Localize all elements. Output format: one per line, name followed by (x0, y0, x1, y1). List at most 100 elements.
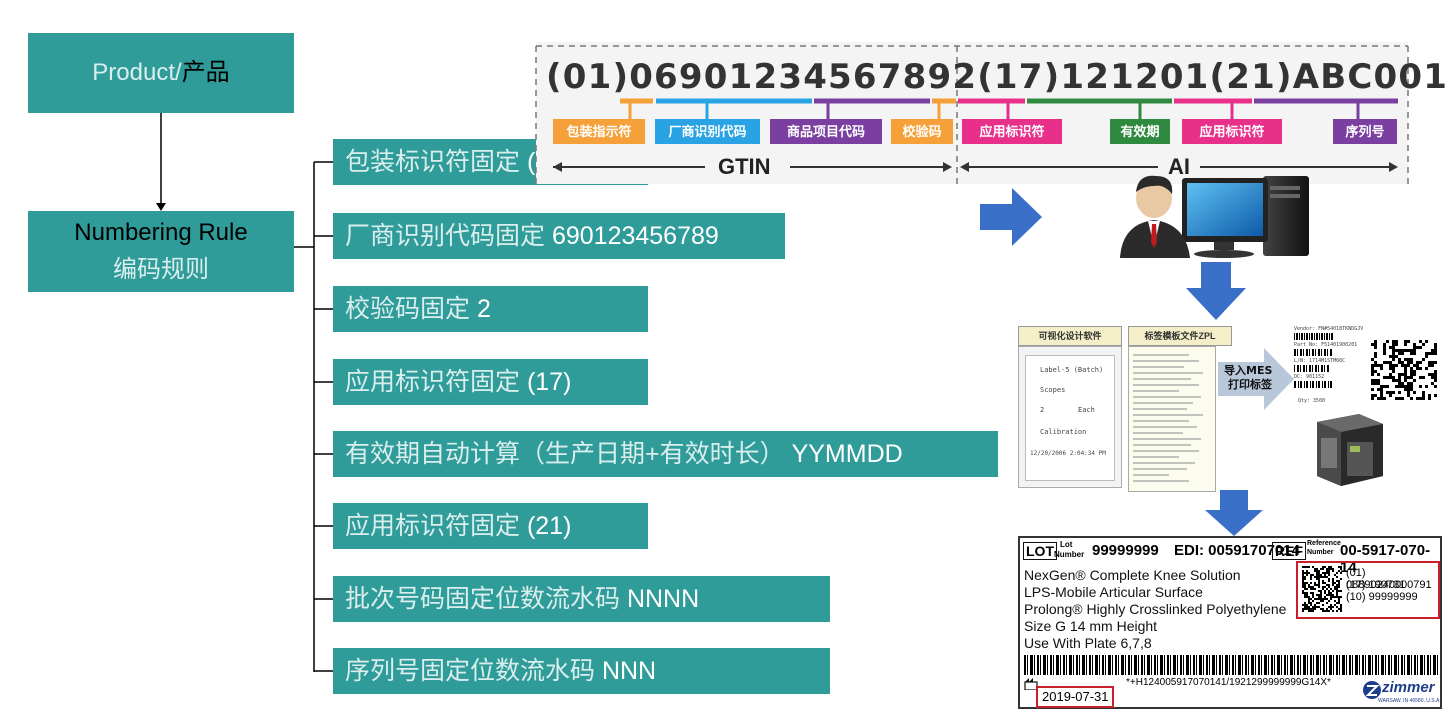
mini-part: Part No: F51401900201 (1294, 342, 1358, 348)
design-field-2: Scopes (1040, 386, 1066, 394)
lot-tag: LOT (1023, 542, 1057, 560)
ref-number: 00-5917-070-14 (1340, 542, 1431, 576)
rule-text: 批次号码固定位数流水码 (345, 585, 627, 613)
rule-value: YYMMDD (791, 440, 903, 468)
arrow-down-icon (1186, 262, 1246, 320)
rule-item: 应用标识符固定 (21) (333, 503, 648, 549)
expiry-date: 2019-07-31 (1042, 689, 1109, 704)
arrow-down-icon (1205, 490, 1263, 536)
lot-small-label-2: Number (1054, 550, 1085, 559)
zimmer-address: WARSAW, IN 46580, U.S.A. (1378, 698, 1441, 704)
gs1-code-panel (536, 42, 1408, 184)
rule-value: NNNN (626, 585, 700, 613)
label-description-line: Use With Plate 6,7,8 (1024, 635, 1152, 651)
rule-item: 有效期自动计算（生产日期+有效时长） YYMMDD (333, 431, 998, 477)
hri-line: (10) 99999999 (1346, 591, 1418, 603)
zimmer-brand: zimmer (1382, 679, 1435, 696)
rule-value: 690123456789 (551, 222, 719, 250)
tag-company-prefix: 厂商识别代码 (655, 119, 760, 144)
expiry-date-highlight-box (1036, 686, 1114, 708)
zimmer-z-icon (1363, 681, 1381, 699)
rule-item: 厂商识别代码固定 690123456789 (333, 213, 785, 259)
ai-label: AI (1168, 154, 1190, 179)
import-mes-text-1: 导入MES (1224, 364, 1273, 377)
rule-text: 校验码固定 (345, 295, 477, 323)
rule-text: 序列号固定位数流水码 (345, 657, 602, 685)
import-mes-text-2: 打印标签 (1228, 378, 1272, 391)
mini-dc: DC: 901152 (1294, 374, 1325, 380)
gs1-code-text: (01)06901234567892(17)121201(21)ABC001 (546, 57, 1449, 97)
datamatrix-highlight-box (1296, 561, 1440, 619)
linear-barcode (1024, 655, 1438, 675)
rule-value: (21) (526, 512, 572, 540)
mini-barcode (1294, 365, 1330, 372)
mini-vendor: Vendor: FN#54018TKNDGJV (1294, 326, 1364, 332)
label-description-line: NexGen® Complete Knee Solution (1024, 567, 1241, 583)
edi-number: EDI: 00591707014 (1174, 542, 1300, 559)
mini-qty: Qty: 3500 (1298, 398, 1326, 404)
ref-tag: REF (1272, 542, 1306, 560)
label-description-line: LPS-Mobile Articular Surface (1024, 584, 1203, 600)
rule-value: (17) (526, 368, 572, 396)
design-field-3: 2 (1040, 406, 1045, 414)
import-arrow-icon (1218, 348, 1294, 410)
product-label-en: Product/ (92, 59, 182, 86)
label-printer-icon (1317, 414, 1383, 486)
gtin-label: GTIN (718, 154, 771, 179)
tag-item-reference: 商品项目代码 (770, 119, 882, 144)
tag-serial-number: 序列号 (1333, 119, 1397, 144)
rule-text: 有效期自动计算（生产日期+有效时长） (345, 440, 792, 468)
tag-application-identifier-17: 应用标识符 (962, 119, 1062, 144)
design-field-1: Label-5 (Batch) (1040, 366, 1104, 374)
arrow-right-icon (980, 188, 1042, 246)
tag-check-digit: 校验码 (891, 119, 953, 144)
rule-item: 序列号固定位数流水码 NNN (333, 648, 830, 694)
product-label-cn: 产品 (181, 59, 230, 86)
mini-barcode-label: Vendor: FN#54018TKNDGJV Part No: F514019… (1292, 326, 1372, 410)
label-description-line: Prolong® Highly Crosslinked Polyethylene (1024, 601, 1287, 617)
rule-text: 厂商识别代码固定 (345, 222, 552, 250)
design-field-6: 12/20/2006 2:04:34 PM (1030, 450, 1106, 457)
numbering-rule-cn: 编码规则 (113, 256, 209, 283)
mini-barcode (1294, 349, 1332, 356)
rule-text: 应用标识符固定 (345, 512, 527, 540)
zimmer-logo: zimmer WARSAW, IN 46580, U.S.A. (1362, 678, 1441, 708)
user-computer-icon (1120, 175, 1309, 258)
rule-item: 校验码固定 2 (333, 286, 648, 332)
design-field-4: Each (1078, 406, 1095, 414)
tag-expiry-date: 有效期 (1110, 119, 1170, 144)
rule-value: 2 (476, 295, 491, 323)
rule-text: 应用标识符固定 (345, 368, 527, 396)
rule-text: 包装标识符固定 (345, 148, 527, 176)
product-label-card: LOT Lot Number 99999999 EDI: 00591707014… (1018, 536, 1442, 709)
label-description-line: Size G 14 mm Height (1024, 618, 1158, 634)
mini-ln: L/N: 1714M1STM60C (1294, 358, 1346, 364)
zpl-template-title: 标签模板文件ZPL (1128, 326, 1232, 346)
zpl-template-window (1128, 346, 1216, 492)
barcode-text: *+H124005917070141/1921299999999G14X* (1126, 677, 1331, 688)
numbering-rule-en: Numbering Rule (74, 219, 248, 246)
mini-barcode (1294, 381, 1332, 388)
hri-line: (01) 08890240000791 (1346, 567, 1432, 591)
lot-small-label-1: Lot (1060, 540, 1073, 549)
rule-value: NNN (601, 657, 657, 685)
lot-number: 99999999 (1092, 542, 1159, 559)
numbering-rule-box: Numbering Rule 编码规则 (28, 211, 294, 292)
product-box: Product/产品 (28, 33, 294, 113)
design-software-title: 可视化设计软件 (1018, 326, 1122, 346)
ref-small-label-2: Number (1307, 549, 1334, 556)
software-panel: 可视化设计软件 Label-5 (Batch) Scopes 2 Each Ca… (1010, 322, 1340, 494)
ref-small-label-1: Reference (1307, 540, 1341, 547)
rule-item: 批次号码固定位数流水码 NNNN (333, 576, 830, 622)
tag-application-identifier-21: 应用标识符 (1182, 119, 1282, 144)
design-software-window: Label-5 (Batch) Scopes 2 Each Calibratio… (1018, 346, 1122, 488)
hri-line: (17) 190731 (1346, 579, 1406, 591)
qr-code-icon (1371, 340, 1437, 400)
rule-item: 应用标识符固定 (17) (333, 359, 648, 405)
mini-barcode (1294, 333, 1334, 340)
datamatrix-icon (1302, 566, 1342, 612)
tag-package-indicator: 包装指示符 (553, 119, 645, 144)
design-field-5: Calibration (1040, 428, 1087, 436)
